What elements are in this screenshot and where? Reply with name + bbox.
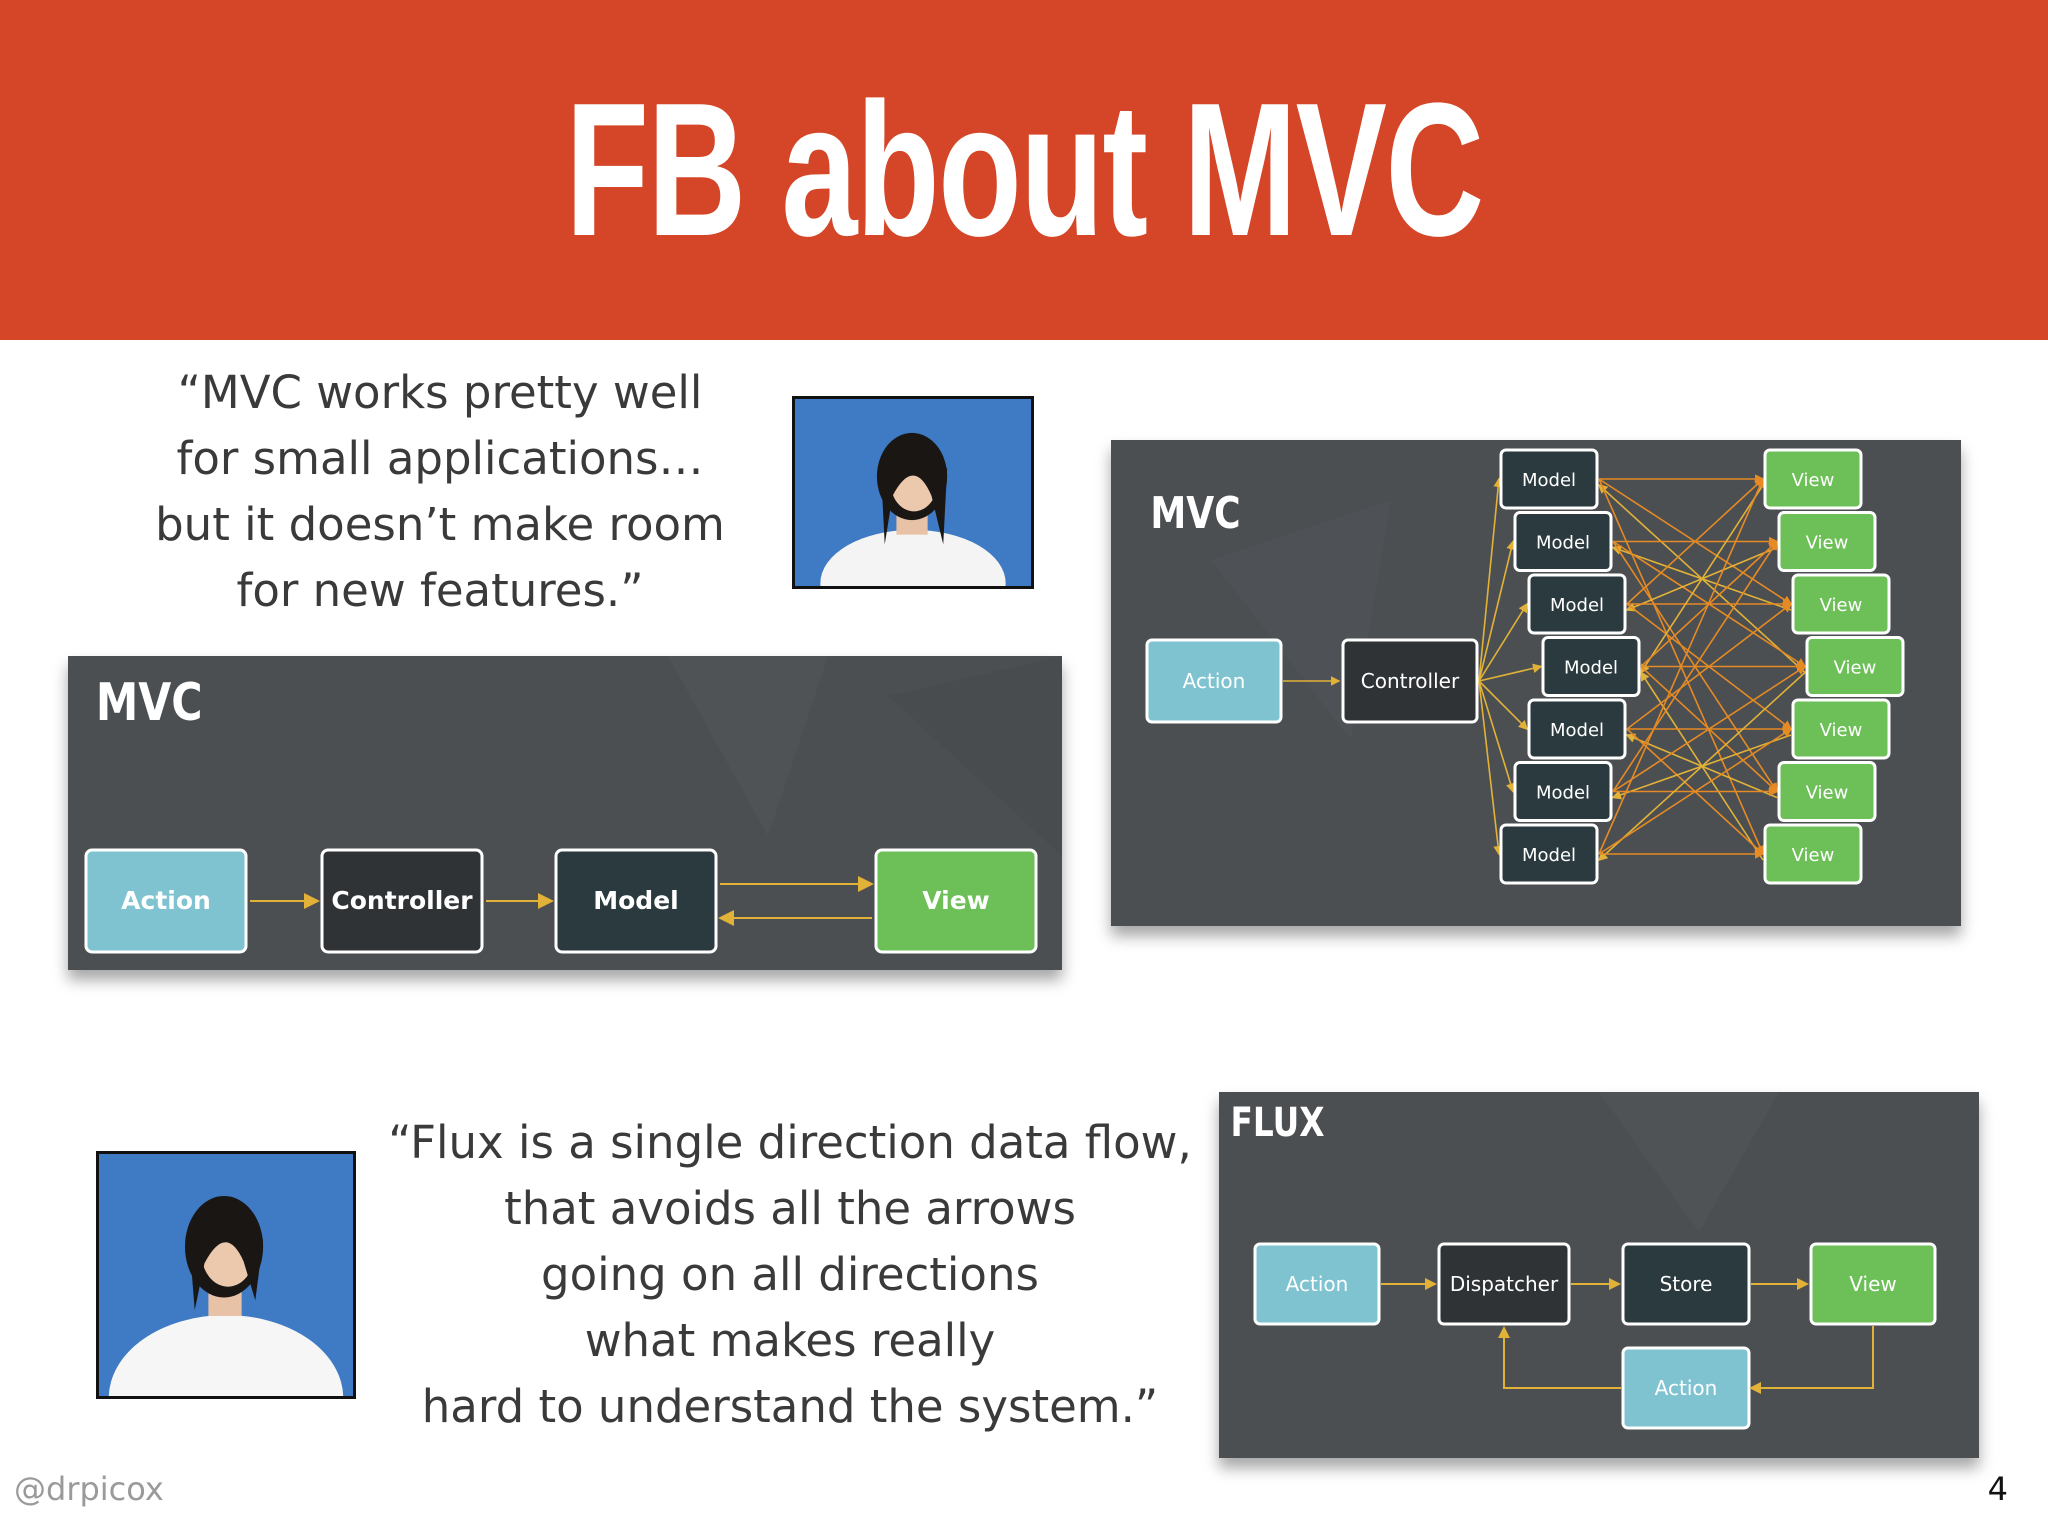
flow-arrow [1612, 665, 1807, 793]
flow-arrow [1478, 663, 1543, 682]
model-node [1541, 636, 1641, 697]
view-node [1777, 761, 1877, 822]
flow-arrow [1597, 671, 1806, 862]
view-node [1791, 573, 1891, 635]
node-label: Action [121, 886, 211, 915]
author-handle: @drpicox [14, 1470, 164, 1508]
view-node [1791, 698, 1891, 760]
model-node [1513, 761, 1613, 822]
slide-title: FB about MVC [565, 64, 1484, 276]
model-node [1499, 448, 1599, 510]
quote-line: going on all directions [541, 1248, 1039, 1301]
node-label: View [1806, 533, 1849, 554]
node-label: View [1820, 595, 1863, 616]
view-node [1805, 636, 1905, 697]
view-node [1763, 823, 1863, 885]
node-label: Model [593, 886, 678, 915]
flow-arrow [1478, 680, 1503, 856]
flow-arrow [1612, 540, 1778, 792]
node-label: Model [1522, 470, 1576, 491]
diagram-heading: MVC [1150, 489, 1240, 539]
node-label: View [1820, 720, 1863, 741]
quote-line: for new features.” [236, 564, 644, 617]
page-number: 4 [1987, 1470, 2008, 1508]
node-label: Model [1522, 845, 1576, 866]
node-label: Action [1183, 669, 1246, 693]
quote-line: hard to understand the system.” [421, 1380, 1159, 1433]
mvc-simple-diagram: MVC Action Controller Model View [68, 656, 1062, 970]
slide-header: FB about MVC [0, 0, 2048, 340]
quote-line: “Flux is a single direction data flow, [388, 1116, 1192, 1169]
quote-line: what makes really [584, 1314, 996, 1367]
node-label: View [1834, 658, 1877, 679]
node-label: Model [1564, 658, 1618, 679]
node-label: Model [1536, 783, 1590, 804]
flow-arrow [1640, 484, 1764, 674]
model-node [1527, 698, 1627, 760]
model-node [1499, 823, 1599, 885]
flow-arrow [1478, 680, 1529, 731]
node-label: View [1806, 783, 1849, 804]
flow-arrow [1598, 477, 1765, 855]
flow-arrow [1626, 603, 1793, 730]
node-label: Action [1655, 1376, 1718, 1400]
flow-arrow [1478, 602, 1528, 682]
flux-diagram: FLUX Action Dispatcher Store View Action [1219, 1092, 1979, 1458]
model-node [1527, 573, 1627, 635]
diagram-heading: FLUX [1230, 1099, 1324, 1146]
node-label: Dispatcher [1450, 1272, 1559, 1296]
node-label: View [1792, 470, 1835, 491]
quote-line: but it doesn’t make room [155, 498, 725, 551]
node-label: Action [1286, 1272, 1349, 1296]
speaker-photo-top [792, 396, 1034, 589]
quote-line: “MVC works pretty well [177, 366, 703, 419]
speaker-photo-bottom [96, 1151, 356, 1399]
node-label: Model [1536, 533, 1590, 554]
node-label: View [922, 886, 990, 915]
diagram-heading: MVC [96, 673, 203, 733]
node-label: Controller [1361, 669, 1460, 693]
flow-arrow [1598, 728, 1793, 855]
flow-arrow [1478, 680, 1516, 794]
flow-arrow [1478, 477, 1503, 682]
view-node [1777, 511, 1877, 572]
node-label: Store [1660, 1272, 1713, 1296]
mvc-quote: “MVC works pretty well for small applica… [120, 360, 760, 624]
flow-arrow [1626, 477, 1765, 605]
view-node [1763, 448, 1863, 510]
node-label: Model [1550, 720, 1604, 741]
quote-line: that avoids all the arrows [504, 1182, 1076, 1235]
node-label: View [1792, 845, 1835, 866]
flow-arrow [1478, 539, 1516, 682]
node-label: Controller [331, 886, 473, 915]
model-node [1513, 511, 1613, 572]
node-label: Model [1550, 595, 1604, 616]
flux-quote: “Flux is a single direction data flow, t… [385, 1110, 1195, 1440]
node-label: View [1849, 1272, 1896, 1296]
quote-line: for small applications… [176, 432, 704, 485]
